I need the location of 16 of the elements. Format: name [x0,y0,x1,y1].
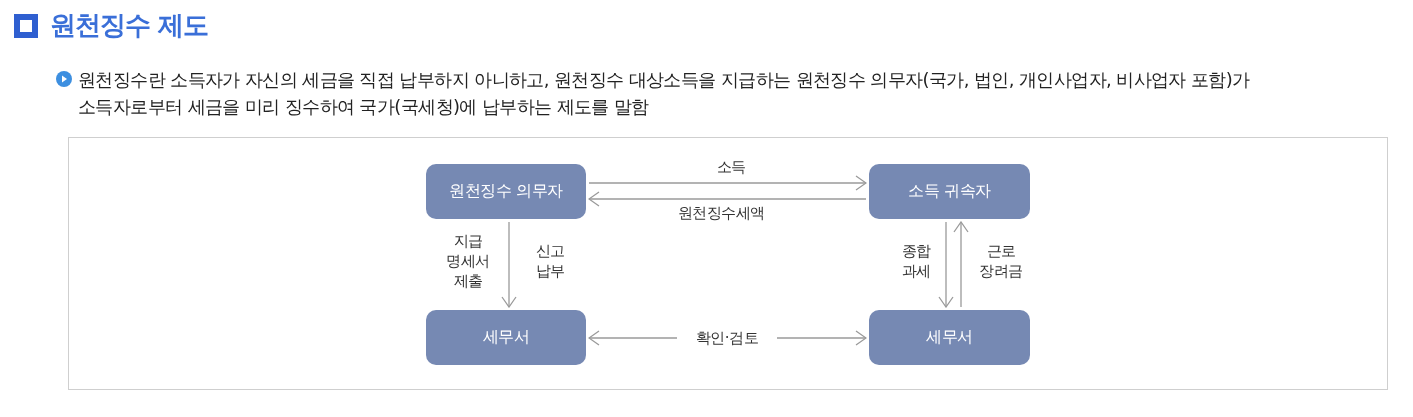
box-label: 세무서 [482,327,530,348]
arrow [938,221,954,308]
box-label: 소득 귀속자 [908,181,991,202]
process-box [426,310,586,365]
process-box [426,164,586,219]
arrow [588,191,867,207]
process-box [869,310,1030,365]
edge-label: 확인·검토 [677,328,777,348]
arrow [501,221,517,308]
arrow [588,175,867,191]
box-label: 세무서 [926,327,973,348]
box-label: 원천징수 의무자 [449,181,563,202]
process-box [869,164,1030,219]
description: 원천징수란 소득자가 자신의 세금을 직접 납부하지 아니하고, 원천징수 대상소득을 지급하는 원천징수 의무자(국가, 법인, 개인사업자, 비사업자 포함)가 소득자로부터 세금을 미리 징수하여 국가(국세청)에 납부하는 제도를 말함 [78,68,1251,119]
title: 원천징수 제도 [50,9,209,42]
arrow [953,221,969,308]
